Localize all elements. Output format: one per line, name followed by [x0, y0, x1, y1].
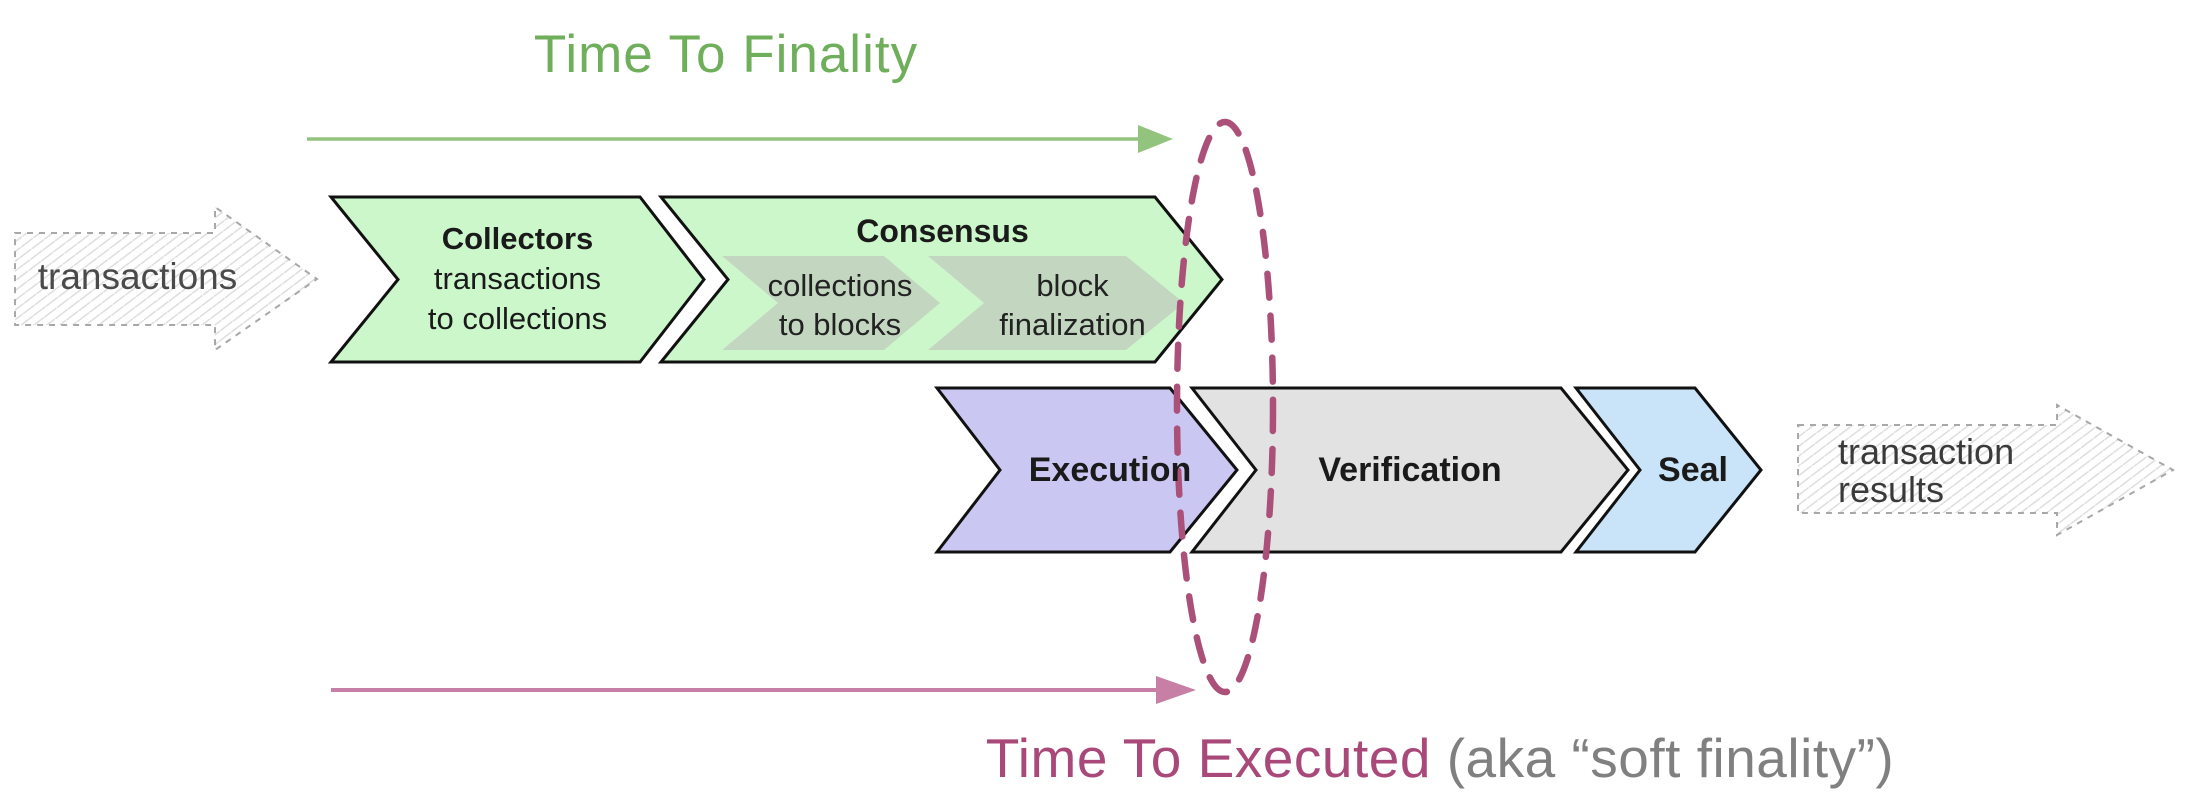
time-to-finality-arrow-head-icon — [1138, 125, 1173, 153]
seal-chevron — [1572, 386, 1763, 554]
soft-finality-suffix: (aka “soft finality”) — [1446, 727, 1895, 789]
collections-to-blocks-line2: to blocks — [778, 307, 902, 342]
verification-chevron — [1188, 386, 1630, 554]
transaction-results-output-label: transaction results — [1838, 433, 2078, 509]
block-finalization-sub-chevron — [928, 256, 1184, 350]
time-to-executed-label: Time To Executed — [985, 727, 1431, 789]
block-finalization-line1: block — [1036, 268, 1109, 303]
collections-to-blocks-text: collections to blocks — [745, 266, 935, 344]
collectors-stage-line1: transactions — [433, 261, 602, 296]
transaction-results-output-arrow-icon — [1797, 403, 2176, 537]
seal-stage-label: Seal — [1658, 451, 1728, 489]
transactions-input-label: transactions — [37, 256, 238, 297]
executed-boundary-ellipse — [1173, 118, 1277, 696]
time-to-finality-title: Time To Finality — [533, 25, 919, 84]
consensus-stage-title: Consensus — [856, 213, 1029, 249]
collectors-stage-text: Collectors transactions to collections — [390, 219, 645, 339]
block-finalization-text: block finalization — [965, 266, 1180, 344]
verification-stage-label: Verification — [1318, 451, 1502, 489]
execution-stage-label: Execution — [1028, 451, 1192, 489]
transactions-input-arrow-icon — [14, 205, 319, 352]
collections-to-blocks-line1: collections — [767, 268, 913, 303]
execution-chevron — [933, 386, 1239, 554]
time-to-executed-arrow-head-icon — [1156, 676, 1196, 704]
time-to-executed-title: Time To Executed (aka “soft finality”) — [860, 726, 2020, 790]
collectors-stage-line2: to collections — [427, 301, 608, 336]
block-finalization-line2: finalization — [999, 307, 1146, 342]
collectors-stage-title: Collectors — [441, 221, 594, 256]
collections-to-blocks-sub-chevron — [722, 256, 940, 350]
collectors-chevron — [327, 195, 706, 364]
transaction-results-line1: transaction — [1838, 431, 2015, 472]
transaction-results-line2: results — [1838, 469, 1945, 510]
